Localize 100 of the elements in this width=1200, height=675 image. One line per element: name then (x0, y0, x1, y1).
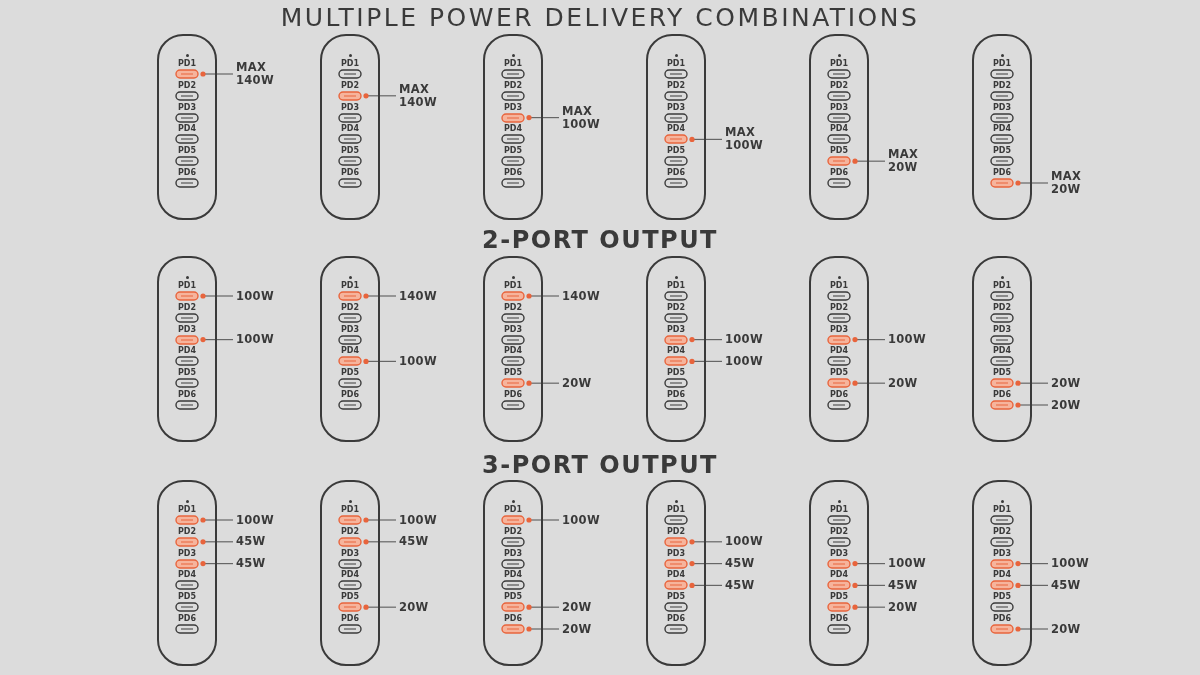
port-label: PD5 (828, 592, 850, 602)
port-label: PD3 (828, 324, 850, 334)
port-label: PD4 (828, 346, 850, 356)
power-label: 100W (725, 535, 765, 549)
port-label: PD3 (828, 102, 850, 112)
port-label: PD1 (828, 505, 850, 514)
port-label: PD5 (665, 368, 687, 378)
port-label: PD5 (828, 146, 850, 156)
section-heading: 3-PORT OUTPUT (482, 451, 718, 479)
port-label: PD6 (665, 390, 687, 399)
port-label: PD4 (176, 346, 198, 356)
leader-line (200, 71, 234, 77)
charger-body (646, 256, 706, 442)
power-label: 45W (399, 535, 439, 549)
port-label: PD3 (665, 102, 687, 112)
leader-line (363, 93, 397, 99)
leader-line (363, 293, 397, 299)
leader-line (200, 293, 234, 299)
power-label: 45W (888, 578, 928, 592)
port-label: PD5 (339, 146, 361, 156)
power-label: 45W (1051, 578, 1091, 592)
port-label: PD4 (339, 570, 361, 580)
power-label: 20W (562, 376, 602, 390)
power-label: 140W (399, 289, 439, 303)
charger-body (646, 34, 706, 220)
port-label: PD6 (339, 390, 361, 399)
charger-body (809, 34, 869, 220)
power-label: 45W (725, 557, 765, 571)
port-label: PD2 (176, 80, 198, 90)
port-label: PD4 (502, 346, 524, 356)
port-label: PD2 (176, 526, 198, 536)
power-label: 45W (236, 535, 276, 549)
port-label: PD3 (665, 548, 687, 558)
power-label: 20W (1051, 398, 1091, 412)
port-label: PD5 (339, 368, 361, 378)
charger-body (157, 480, 217, 666)
power-label: 100W (236, 513, 276, 527)
port-label: PD1 (502, 505, 524, 514)
leader-line (526, 604, 560, 610)
port-label: PD6 (502, 390, 524, 399)
charger-body (320, 480, 380, 666)
port-label: PD6 (991, 614, 1013, 623)
port-label: PD1 (339, 505, 361, 514)
power-label: 100W (562, 513, 602, 527)
port-label: PD4 (502, 570, 524, 580)
port-label: PD6 (339, 614, 361, 623)
port-label: PD3 (339, 324, 361, 334)
charger-body (809, 480, 869, 666)
port-label: PD4 (176, 570, 198, 580)
power-label: MAX 140W (399, 82, 439, 109)
port-label: PD3 (176, 548, 198, 558)
leader-line (689, 136, 723, 142)
leader-line (689, 582, 723, 588)
port-label: PD2 (339, 80, 361, 90)
port-label: PD5 (339, 592, 361, 602)
port-label: PD5 (991, 592, 1013, 602)
port-label: PD5 (502, 592, 524, 602)
port-label: PD3 (991, 102, 1013, 112)
leader-line (689, 539, 723, 545)
port-label: PD6 (828, 614, 850, 623)
leader-line (526, 517, 560, 523)
power-label: 45W (725, 578, 765, 592)
port-label: PD3 (502, 324, 524, 334)
port-label: PD6 (339, 168, 361, 177)
power-label: 100W (888, 333, 928, 347)
port-label: PD1 (828, 59, 850, 68)
charger-body (809, 256, 869, 442)
port-label: PD1 (176, 505, 198, 514)
port-label: PD3 (176, 102, 198, 112)
leader-line (1015, 380, 1049, 386)
leader-line (852, 380, 886, 386)
leader-line (200, 337, 234, 343)
power-label: 20W (562, 600, 602, 614)
port-label: PD5 (502, 146, 524, 156)
leader-line (689, 561, 723, 567)
port-label: PD3 (502, 548, 524, 558)
port-label: PD1 (828, 281, 850, 290)
port-label: PD1 (339, 59, 361, 68)
power-label: 100W (399, 354, 439, 368)
port-label: PD3 (991, 548, 1013, 558)
charger-body (320, 34, 380, 220)
power-label: 100W (399, 513, 439, 527)
port-label: PD2 (502, 302, 524, 312)
power-label: MAX 20W (1051, 170, 1091, 196)
port-label: PD1 (502, 59, 524, 68)
leader-line (526, 626, 560, 632)
port-label: PD2 (991, 80, 1013, 90)
leader-line (852, 582, 886, 588)
power-label: 100W (236, 289, 276, 303)
leader-line (689, 337, 723, 343)
charger-body (646, 480, 706, 666)
port-label: PD6 (828, 168, 850, 177)
power-label: 20W (1051, 376, 1091, 390)
power-label: MAX 100W (562, 104, 602, 131)
power-label: MAX 100W (725, 126, 765, 153)
port-label: PD6 (991, 390, 1013, 399)
charger-body (157, 256, 217, 442)
power-label: 100W (725, 354, 765, 368)
leader-line (1015, 626, 1049, 632)
power-label: MAX 140W (236, 61, 276, 87)
